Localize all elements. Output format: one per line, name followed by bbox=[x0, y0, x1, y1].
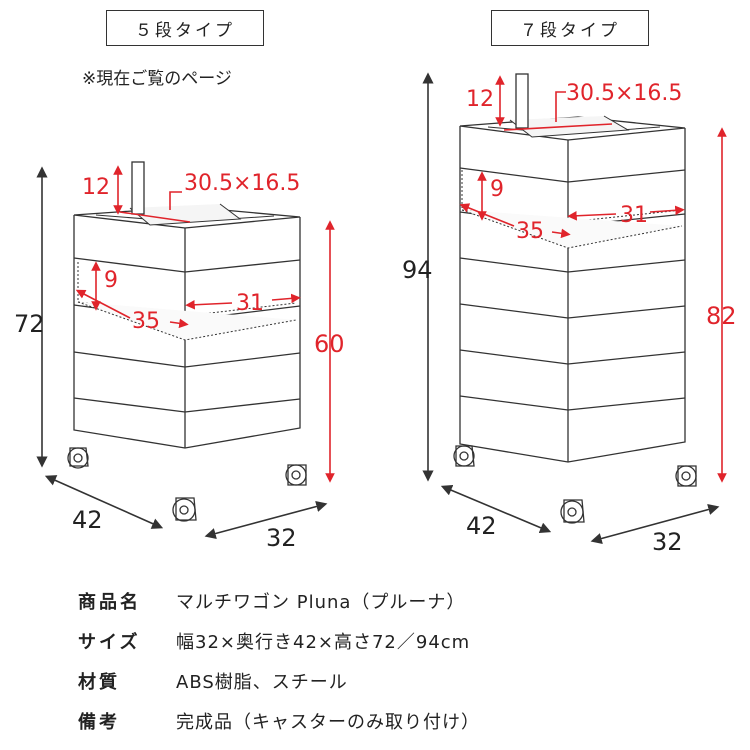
dims-7-lines bbox=[422, 72, 727, 544]
spec-row-material: 材質 ABS樹脂、スチール bbox=[78, 666, 738, 696]
dim5-drawer-depth: 35 bbox=[132, 309, 160, 334]
dim7-drawer-depth: 35 bbox=[516, 219, 544, 244]
spec-row-name: 商品名 マルチワゴン Pluna（プルーナ） bbox=[78, 586, 738, 616]
dim5-depth: 42 bbox=[72, 506, 103, 534]
dim7-opening: 30.5×16.5 bbox=[566, 81, 682, 106]
spec-key: 商品名 bbox=[78, 592, 141, 613]
dim5-width: 32 bbox=[266, 524, 297, 552]
dim7-drawer-height: 9 bbox=[490, 177, 504, 202]
spec-key: 備考 bbox=[78, 712, 120, 733]
spec-row-size: サイズ 幅32×奥行き42×高さ72／94cm bbox=[78, 626, 738, 656]
spec-key: サイズ bbox=[78, 632, 141, 653]
wagon-5-tier bbox=[67, 161, 307, 522]
dim5-height-total: 72 bbox=[14, 310, 45, 338]
dim7-drawer-width: 31 bbox=[620, 203, 648, 228]
wagon-7-tier bbox=[453, 73, 697, 524]
type-5-tier-label: ５段タイプ bbox=[106, 10, 264, 46]
dim7-handle-height: 12 bbox=[466, 87, 494, 112]
spec-key: 材質 bbox=[78, 672, 120, 693]
dim7-depth: 42 bbox=[466, 512, 497, 540]
dim7-height-body: 82 bbox=[706, 302, 737, 330]
spec-value: ABS樹脂、スチール bbox=[176, 672, 348, 693]
spec-value: 完成品（キャスターのみ取り付け） bbox=[176, 712, 480, 733]
dim5-height-body: 60 bbox=[314, 330, 345, 358]
dim5-drawer-height: 9 bbox=[104, 268, 118, 293]
dim5-opening: 30.5×16.5 bbox=[184, 171, 300, 196]
current-page-note: ※現在ご覧のページ bbox=[82, 69, 232, 89]
type-7-tier-label: ７段タイプ bbox=[491, 10, 649, 46]
dims-5-lines bbox=[36, 165, 335, 539]
dim5-drawer-width: 31 bbox=[236, 291, 264, 316]
dim5-handle-height: 12 bbox=[82, 175, 110, 200]
dims-5-labels: 72 60 42 32 12 30.5×16.5 9 35 31 bbox=[14, 171, 345, 552]
spec-value: 幅32×奥行き42×高さ72／94cm bbox=[176, 632, 471, 653]
spec-value: マルチワゴン Pluna（プルーナ） bbox=[176, 592, 466, 613]
dim7-width: 32 bbox=[652, 528, 683, 556]
dim7-height-total: 94 bbox=[402, 256, 433, 284]
dims-7-labels: 94 82 42 32 12 30.5×16.5 9 35 31 bbox=[402, 81, 737, 556]
spec-row-notes: 備考 完成品（キャスターのみ取り付け） bbox=[78, 706, 738, 736]
